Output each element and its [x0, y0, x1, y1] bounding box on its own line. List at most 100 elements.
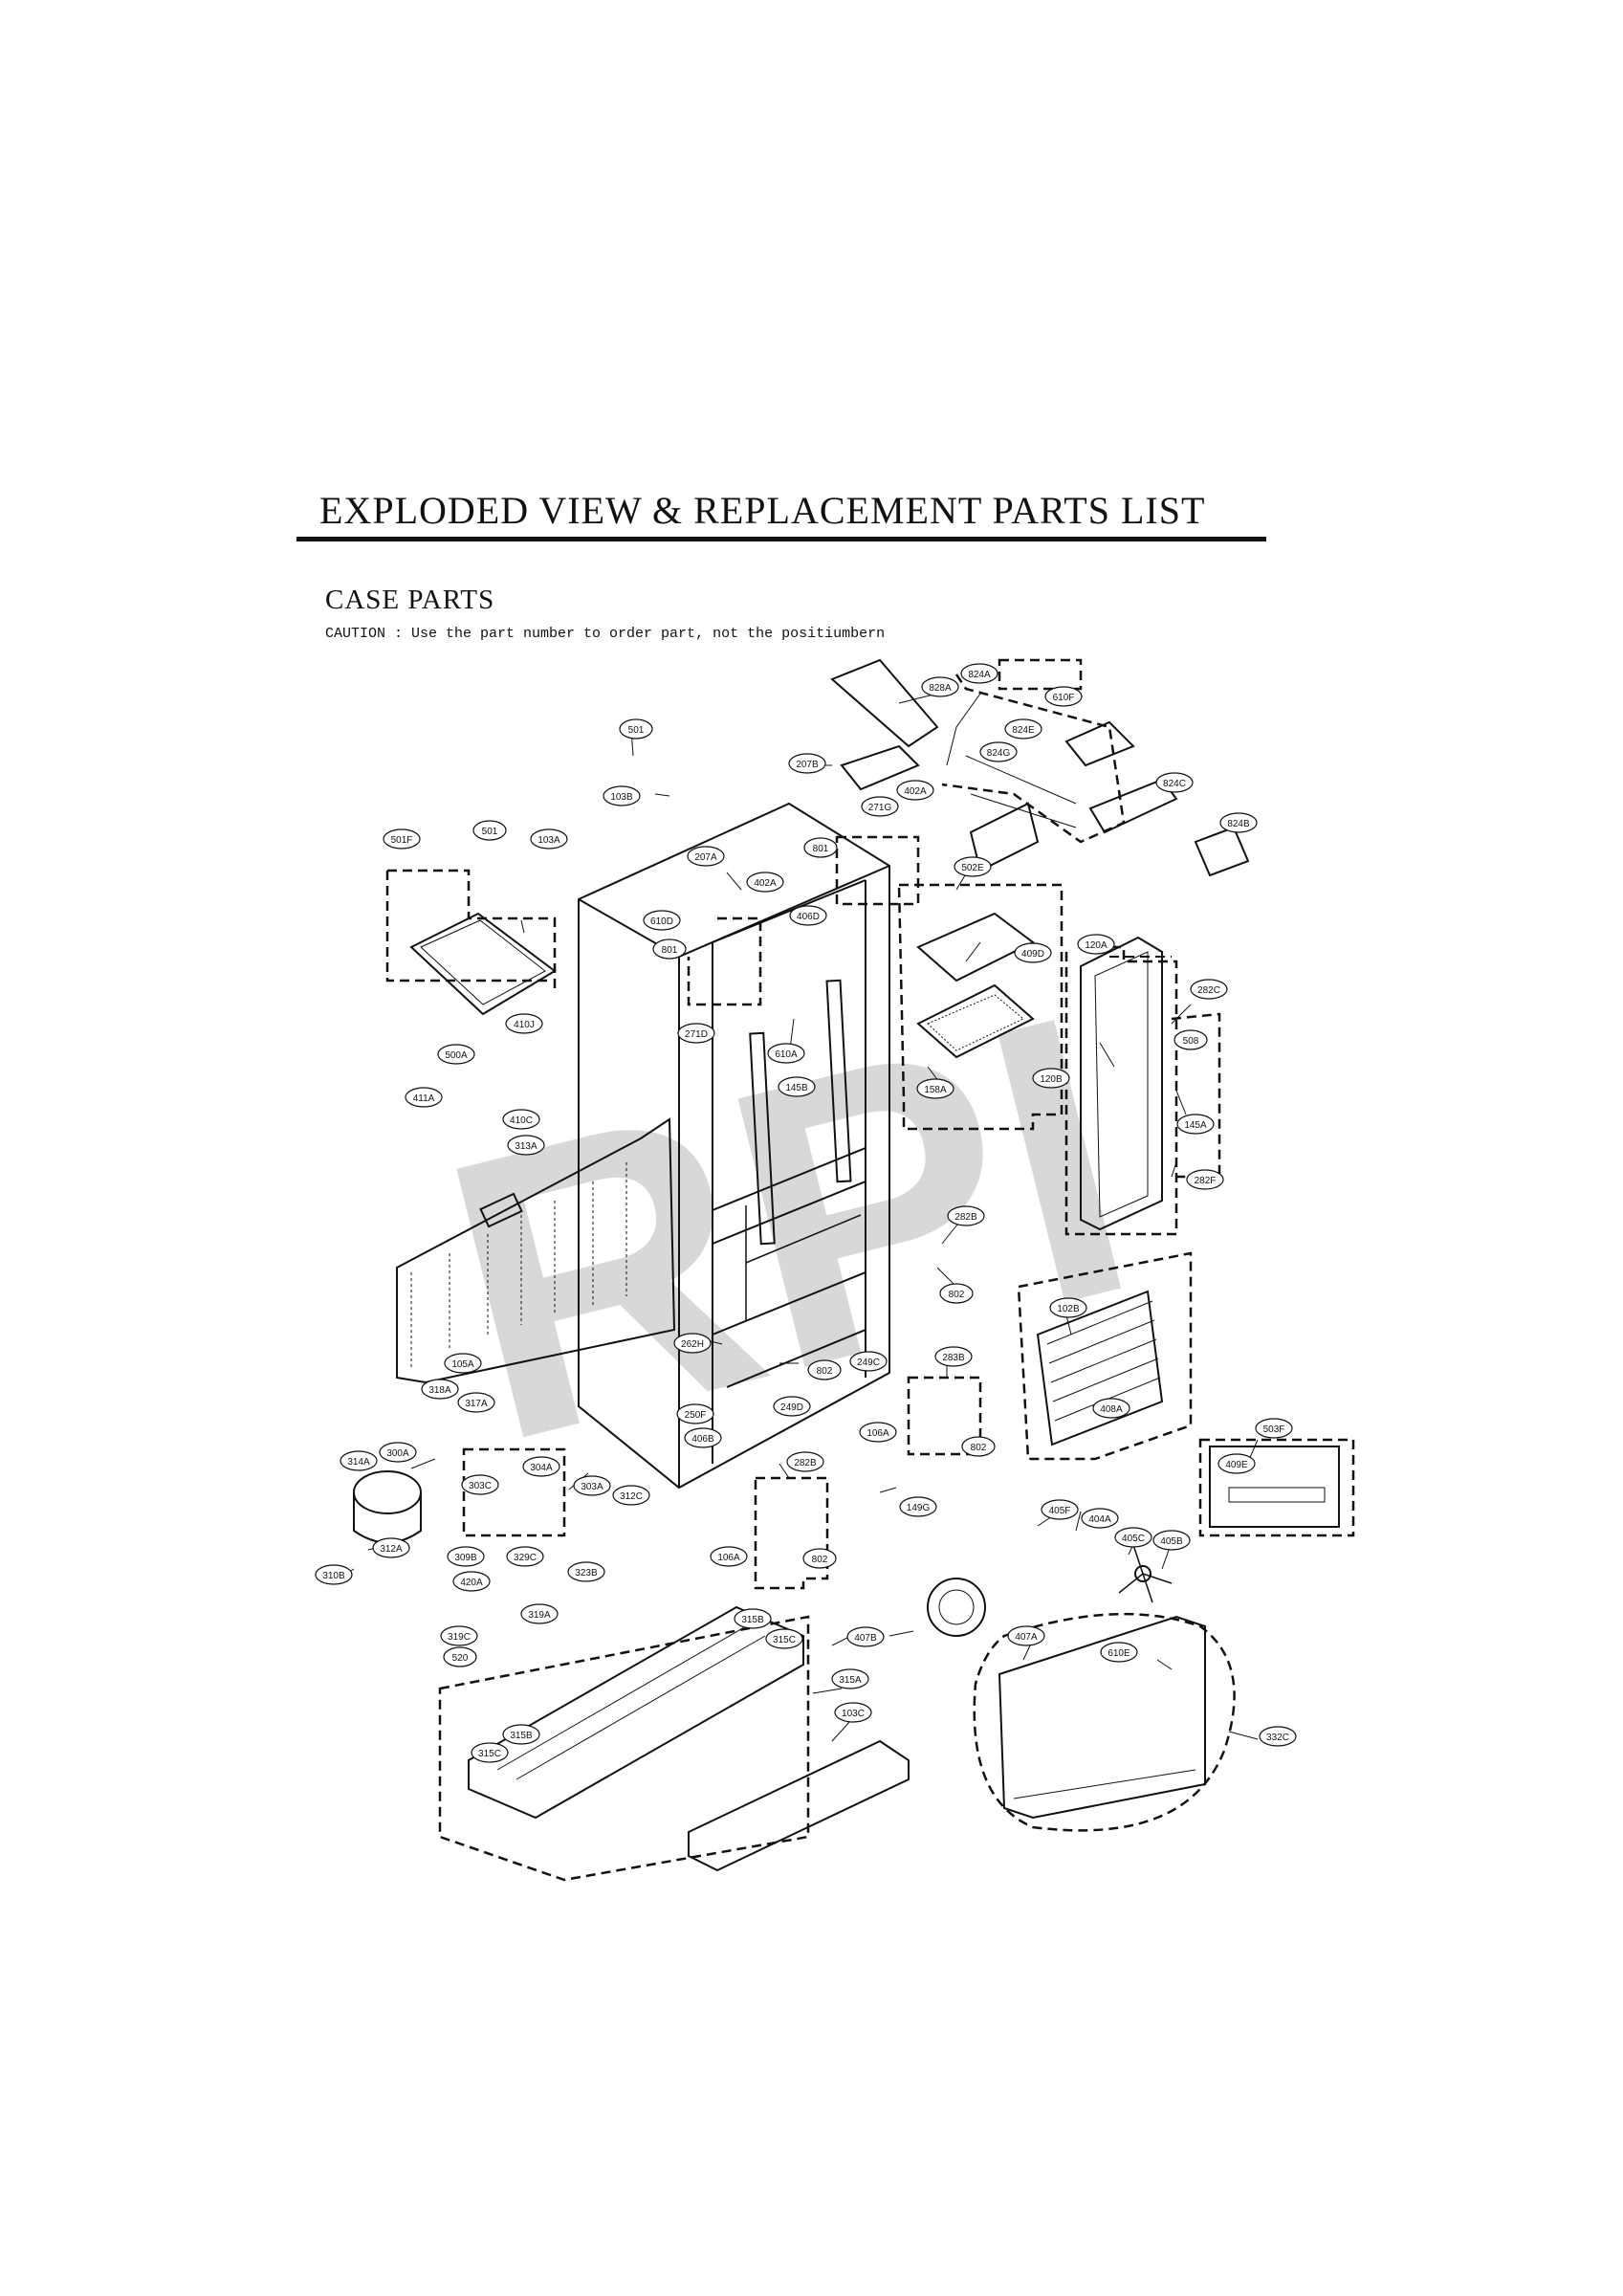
callout-420A: 420A [452, 1571, 491, 1592]
svg-text:303C: 303C [469, 1481, 492, 1491]
callout-408A: 408A [1092, 1398, 1130, 1419]
callout-282B-low: 282B [786, 1451, 824, 1472]
svg-text:610F: 610F [1053, 693, 1075, 703]
cover-503F [1209, 1446, 1340, 1528]
svg-text:802: 802 [817, 1366, 833, 1377]
svg-text:824A: 824A [968, 670, 991, 680]
svg-text:502E: 502E [961, 863, 984, 873]
callout-315C-top: 315C [765, 1628, 803, 1649]
svg-text:610E: 610E [1108, 1648, 1130, 1659]
callout-407B: 407B [846, 1626, 885, 1647]
callout-103A: 103A [530, 828, 568, 850]
svg-text:410C: 410C [510, 1115, 533, 1126]
caution-note: CAUTION : Use the part number to order p… [325, 626, 886, 642]
svg-text:105A: 105A [451, 1359, 474, 1370]
callout-314A: 314A [340, 1450, 378, 1471]
svg-text:402A: 402A [754, 878, 777, 889]
svg-text:501: 501 [628, 725, 645, 736]
callout-304A: 304A [522, 1456, 560, 1477]
callout-145B: 145B [778, 1076, 816, 1097]
callout-315B-bottom: 315B [502, 1724, 540, 1745]
callout-318A: 318A [421, 1379, 459, 1400]
callout-120A: 120A [1077, 934, 1115, 955]
grille-103C [688, 1739, 910, 1872]
callout-271D: 271D [677, 1023, 715, 1044]
section-heading: CASE PARTS [325, 585, 495, 615]
svg-text:319C: 319C [448, 1632, 471, 1643]
callout-508: 508 [1173, 1029, 1208, 1050]
callout-610D: 610D [643, 910, 681, 931]
callout-319A: 319A [520, 1603, 559, 1624]
callout-207B: 207B [788, 753, 826, 774]
svg-text:312C: 312C [620, 1491, 643, 1502]
callout-317A: 317A [457, 1392, 495, 1413]
svg-text:329C: 329C [514, 1553, 537, 1563]
svg-text:250F: 250F [685, 1410, 707, 1421]
svg-text:405F: 405F [1049, 1506, 1071, 1516]
callout-158A: 158A [916, 1078, 954, 1099]
callout-250F: 250F [676, 1403, 714, 1424]
fan-assembly [927, 1544, 1173, 1637]
svg-text:824C: 824C [1163, 779, 1186, 789]
callout-406B: 406B [684, 1427, 722, 1448]
callout-303A: 303A [573, 1475, 611, 1496]
svg-text:120B: 120B [1040, 1074, 1063, 1085]
callout-824G: 824G [979, 741, 1018, 762]
svg-text:313A: 313A [515, 1141, 537, 1152]
svg-text:315B: 315B [741, 1615, 764, 1625]
callout-801-mid: 801 [652, 938, 687, 960]
door-panel-120A [1080, 936, 1163, 1231]
svg-text:420A: 420A [460, 1578, 483, 1588]
svg-text:304A: 304A [530, 1463, 553, 1473]
callout-409E: 409E [1217, 1453, 1256, 1474]
svg-text:323B: 323B [575, 1568, 598, 1578]
callout-409D: 409D [1014, 942, 1052, 963]
svg-text:407A: 407A [1015, 1632, 1038, 1643]
svg-text:501F: 501F [391, 835, 413, 846]
svg-text:271G: 271G [868, 803, 892, 813]
svg-text:404A: 404A [1088, 1514, 1111, 1525]
callout-501F: 501F [383, 828, 421, 850]
callout-610A: 610A [767, 1043, 805, 1064]
callout-610F: 610F [1044, 686, 1083, 707]
svg-text:332C: 332C [1266, 1733, 1289, 1743]
callout-labels: 828A 824A 610F 824E 824G 824C 824B 501 2… [315, 663, 1297, 1763]
callout-405B: 405B [1152, 1530, 1191, 1551]
svg-text:282B: 282B [954, 1212, 977, 1223]
svg-text:249D: 249D [780, 1402, 803, 1413]
callout-410C: 410C [502, 1109, 540, 1130]
callout-249C: 249C [849, 1351, 888, 1372]
callout-103C: 103C [834, 1702, 872, 1723]
svg-text:262H: 262H [681, 1339, 704, 1350]
svg-text:501: 501 [482, 827, 498, 837]
callout-402A-top: 402A [896, 780, 934, 801]
svg-text:310B: 310B [322, 1571, 345, 1581]
svg-text:282F: 282F [1195, 1176, 1217, 1186]
callout-802-bottom: 802 [802, 1548, 837, 1569]
svg-text:409E: 409E [1225, 1460, 1248, 1470]
svg-text:271D: 271D [685, 1029, 708, 1040]
svg-text:802: 802 [971, 1443, 987, 1453]
svg-text:106A: 106A [717, 1553, 740, 1563]
callout-312C: 312C [612, 1485, 650, 1506]
svg-text:158A: 158A [924, 1085, 947, 1095]
svg-text:801: 801 [813, 844, 829, 854]
callout-802-low: 802 [807, 1359, 842, 1380]
svg-text:410J: 410J [514, 1020, 535, 1030]
callout-120B: 120B [1032, 1068, 1070, 1089]
dispenser-parts [830, 658, 1250, 877]
svg-text:314A: 314A [347, 1457, 370, 1468]
callout-106A-mid: 106A [859, 1422, 897, 1443]
svg-text:500A: 500A [445, 1050, 468, 1061]
callout-407A: 407A [1007, 1625, 1045, 1646]
callout-501-top: 501 [619, 718, 653, 740]
svg-text:283B: 283B [942, 1353, 965, 1363]
svg-text:402A: 402A [904, 786, 927, 797]
callout-410J: 410J [505, 1013, 543, 1034]
callout-824A: 824A [960, 663, 998, 684]
svg-text:315B: 315B [510, 1731, 533, 1741]
callout-282B-mid: 282B [947, 1205, 985, 1226]
svg-text:102B: 102B [1057, 1304, 1080, 1314]
callout-520: 520 [443, 1646, 477, 1667]
